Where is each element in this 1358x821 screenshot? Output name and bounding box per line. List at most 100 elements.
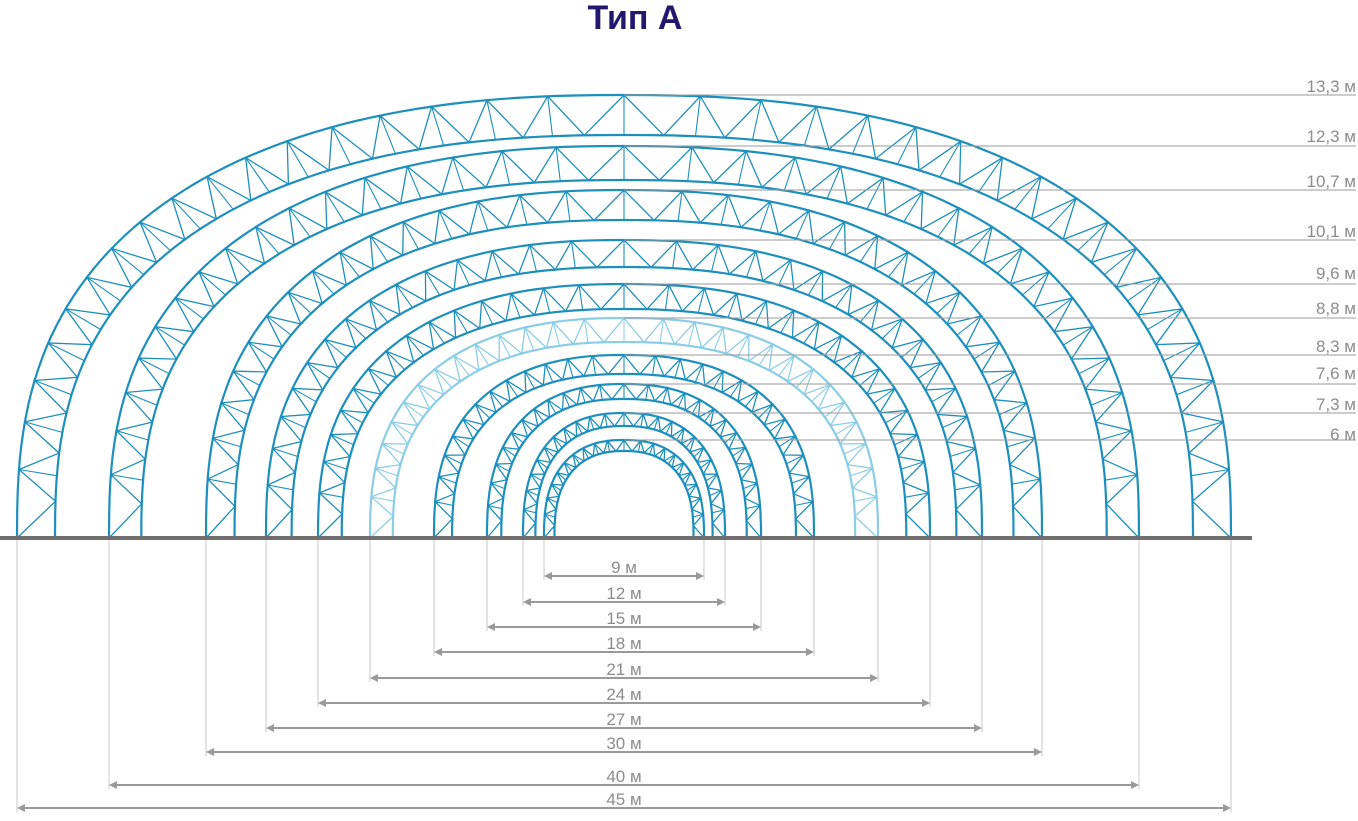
arch-vertical <box>207 478 237 485</box>
arch-vertical <box>732 446 746 457</box>
span-label: 12 м <box>606 584 641 603</box>
arch-vertical <box>406 335 424 356</box>
arch-vertical <box>245 157 270 193</box>
arch-vertical <box>744 391 759 407</box>
arch-vertical <box>417 384 437 402</box>
height-label: 8,3 м <box>1316 337 1356 356</box>
arch-vertical <box>710 244 719 272</box>
arch-vertical <box>637 440 642 452</box>
arch-vertical <box>434 368 453 388</box>
arch-vertical <box>664 285 670 311</box>
arch-vertical <box>939 140 962 178</box>
arch-vertical <box>677 191 683 222</box>
arch-vertical <box>272 447 298 458</box>
arch-vertical <box>675 462 685 472</box>
arch-vertical <box>606 440 611 452</box>
arch-vertical <box>221 402 250 416</box>
arrow-right-icon <box>1223 804 1231 812</box>
arch-vertical <box>662 387 668 403</box>
arch-vertical <box>681 472 692 481</box>
arch-vertical <box>402 221 419 250</box>
span-label: 30 м <box>606 734 641 753</box>
arch-vertical <box>651 355 657 375</box>
arch-vertical <box>885 409 908 424</box>
arrow-left-icon <box>487 623 495 631</box>
height-label: 10,1 м <box>1307 222 1357 241</box>
arch-vertical <box>155 326 185 346</box>
arch-vertical <box>795 210 810 239</box>
arrow-left-icon <box>370 674 378 682</box>
arch-vertical <box>936 291 961 314</box>
arrow-left-icon <box>206 748 214 756</box>
arch-vertical <box>369 235 389 263</box>
arch-vertical <box>783 157 796 191</box>
arch-vertical <box>931 387 956 403</box>
span-label: 40 м <box>606 767 641 786</box>
span-label: 21 м <box>606 660 641 679</box>
arch-vertical <box>687 322 696 346</box>
arch-vertical <box>604 413 608 428</box>
arch-vertical <box>547 497 558 504</box>
arch-vertical <box>477 201 489 231</box>
arch-vertical <box>754 300 767 325</box>
arch-vertical <box>544 513 556 518</box>
arch-vertical <box>551 483 562 491</box>
arch-vertical <box>694 363 704 383</box>
arch-vertical <box>502 446 516 457</box>
arch-outer-chord <box>542 438 706 538</box>
arch-vertical <box>720 194 729 225</box>
arrow-left-icon <box>266 724 274 732</box>
arch-vertical <box>255 226 280 255</box>
arch-vertical <box>589 416 595 430</box>
span-dimension: 21 м <box>369 540 879 682</box>
height-label: 13,3 м <box>1307 77 1357 96</box>
arch-vertical <box>519 194 528 225</box>
arch-vertical <box>555 147 561 182</box>
arch-vertical <box>700 459 712 469</box>
arch-vertical <box>381 443 405 455</box>
span-dimension: 9 м <box>543 540 705 580</box>
arch-vertical <box>1044 297 1073 320</box>
arch-vertical <box>583 319 589 343</box>
arch-vertical <box>352 388 375 404</box>
height-label: 6 м <box>1330 425 1356 444</box>
arrow-left-icon <box>523 598 531 606</box>
arch-vertical <box>325 191 345 223</box>
arch-vertical <box>575 421 583 435</box>
arch-vertical <box>829 221 846 250</box>
arch-vertical <box>1176 379 1214 396</box>
arch-vertical <box>724 432 737 444</box>
arch-vertical <box>778 355 795 376</box>
arch-vertical <box>714 419 727 432</box>
span-label: 27 м <box>606 710 641 729</box>
arch-vertical <box>1078 357 1110 375</box>
arch-vertical <box>511 432 524 444</box>
arrow-left-icon <box>17 804 25 812</box>
arch-vertical <box>713 327 724 351</box>
arch-vertical <box>562 392 571 408</box>
arch-vertical <box>580 387 586 403</box>
arch-vertical <box>572 454 581 465</box>
arch-outer-chord <box>521 411 727 538</box>
arch-vertical <box>1163 342 1200 362</box>
arch-vertical <box>487 505 503 510</box>
arch-vertical <box>835 284 853 308</box>
height-dimensions: 13,3 м12,3 м10,7 м10,1 м9,6 м8,8 м8,3 м7… <box>624 77 1356 444</box>
span-label: 9 м <box>611 558 637 577</box>
arch-vertical <box>286 140 309 178</box>
arch-vertical <box>403 401 424 418</box>
arch-vertical <box>547 96 554 137</box>
arch-vertical <box>110 474 144 481</box>
arch-vertical <box>563 462 573 472</box>
arch-vertical <box>65 308 101 330</box>
arch-vertical <box>672 241 678 269</box>
arch-vertical <box>737 150 747 185</box>
span-label: 18 м <box>606 634 641 653</box>
arch-vertical <box>824 335 842 356</box>
arch-vertical <box>711 509 725 514</box>
arch-vertical <box>697 288 706 313</box>
arch-vertical <box>521 419 534 432</box>
arch-vertical <box>694 96 701 137</box>
arch-vertical <box>533 408 544 422</box>
arch-vertical <box>1063 326 1093 346</box>
